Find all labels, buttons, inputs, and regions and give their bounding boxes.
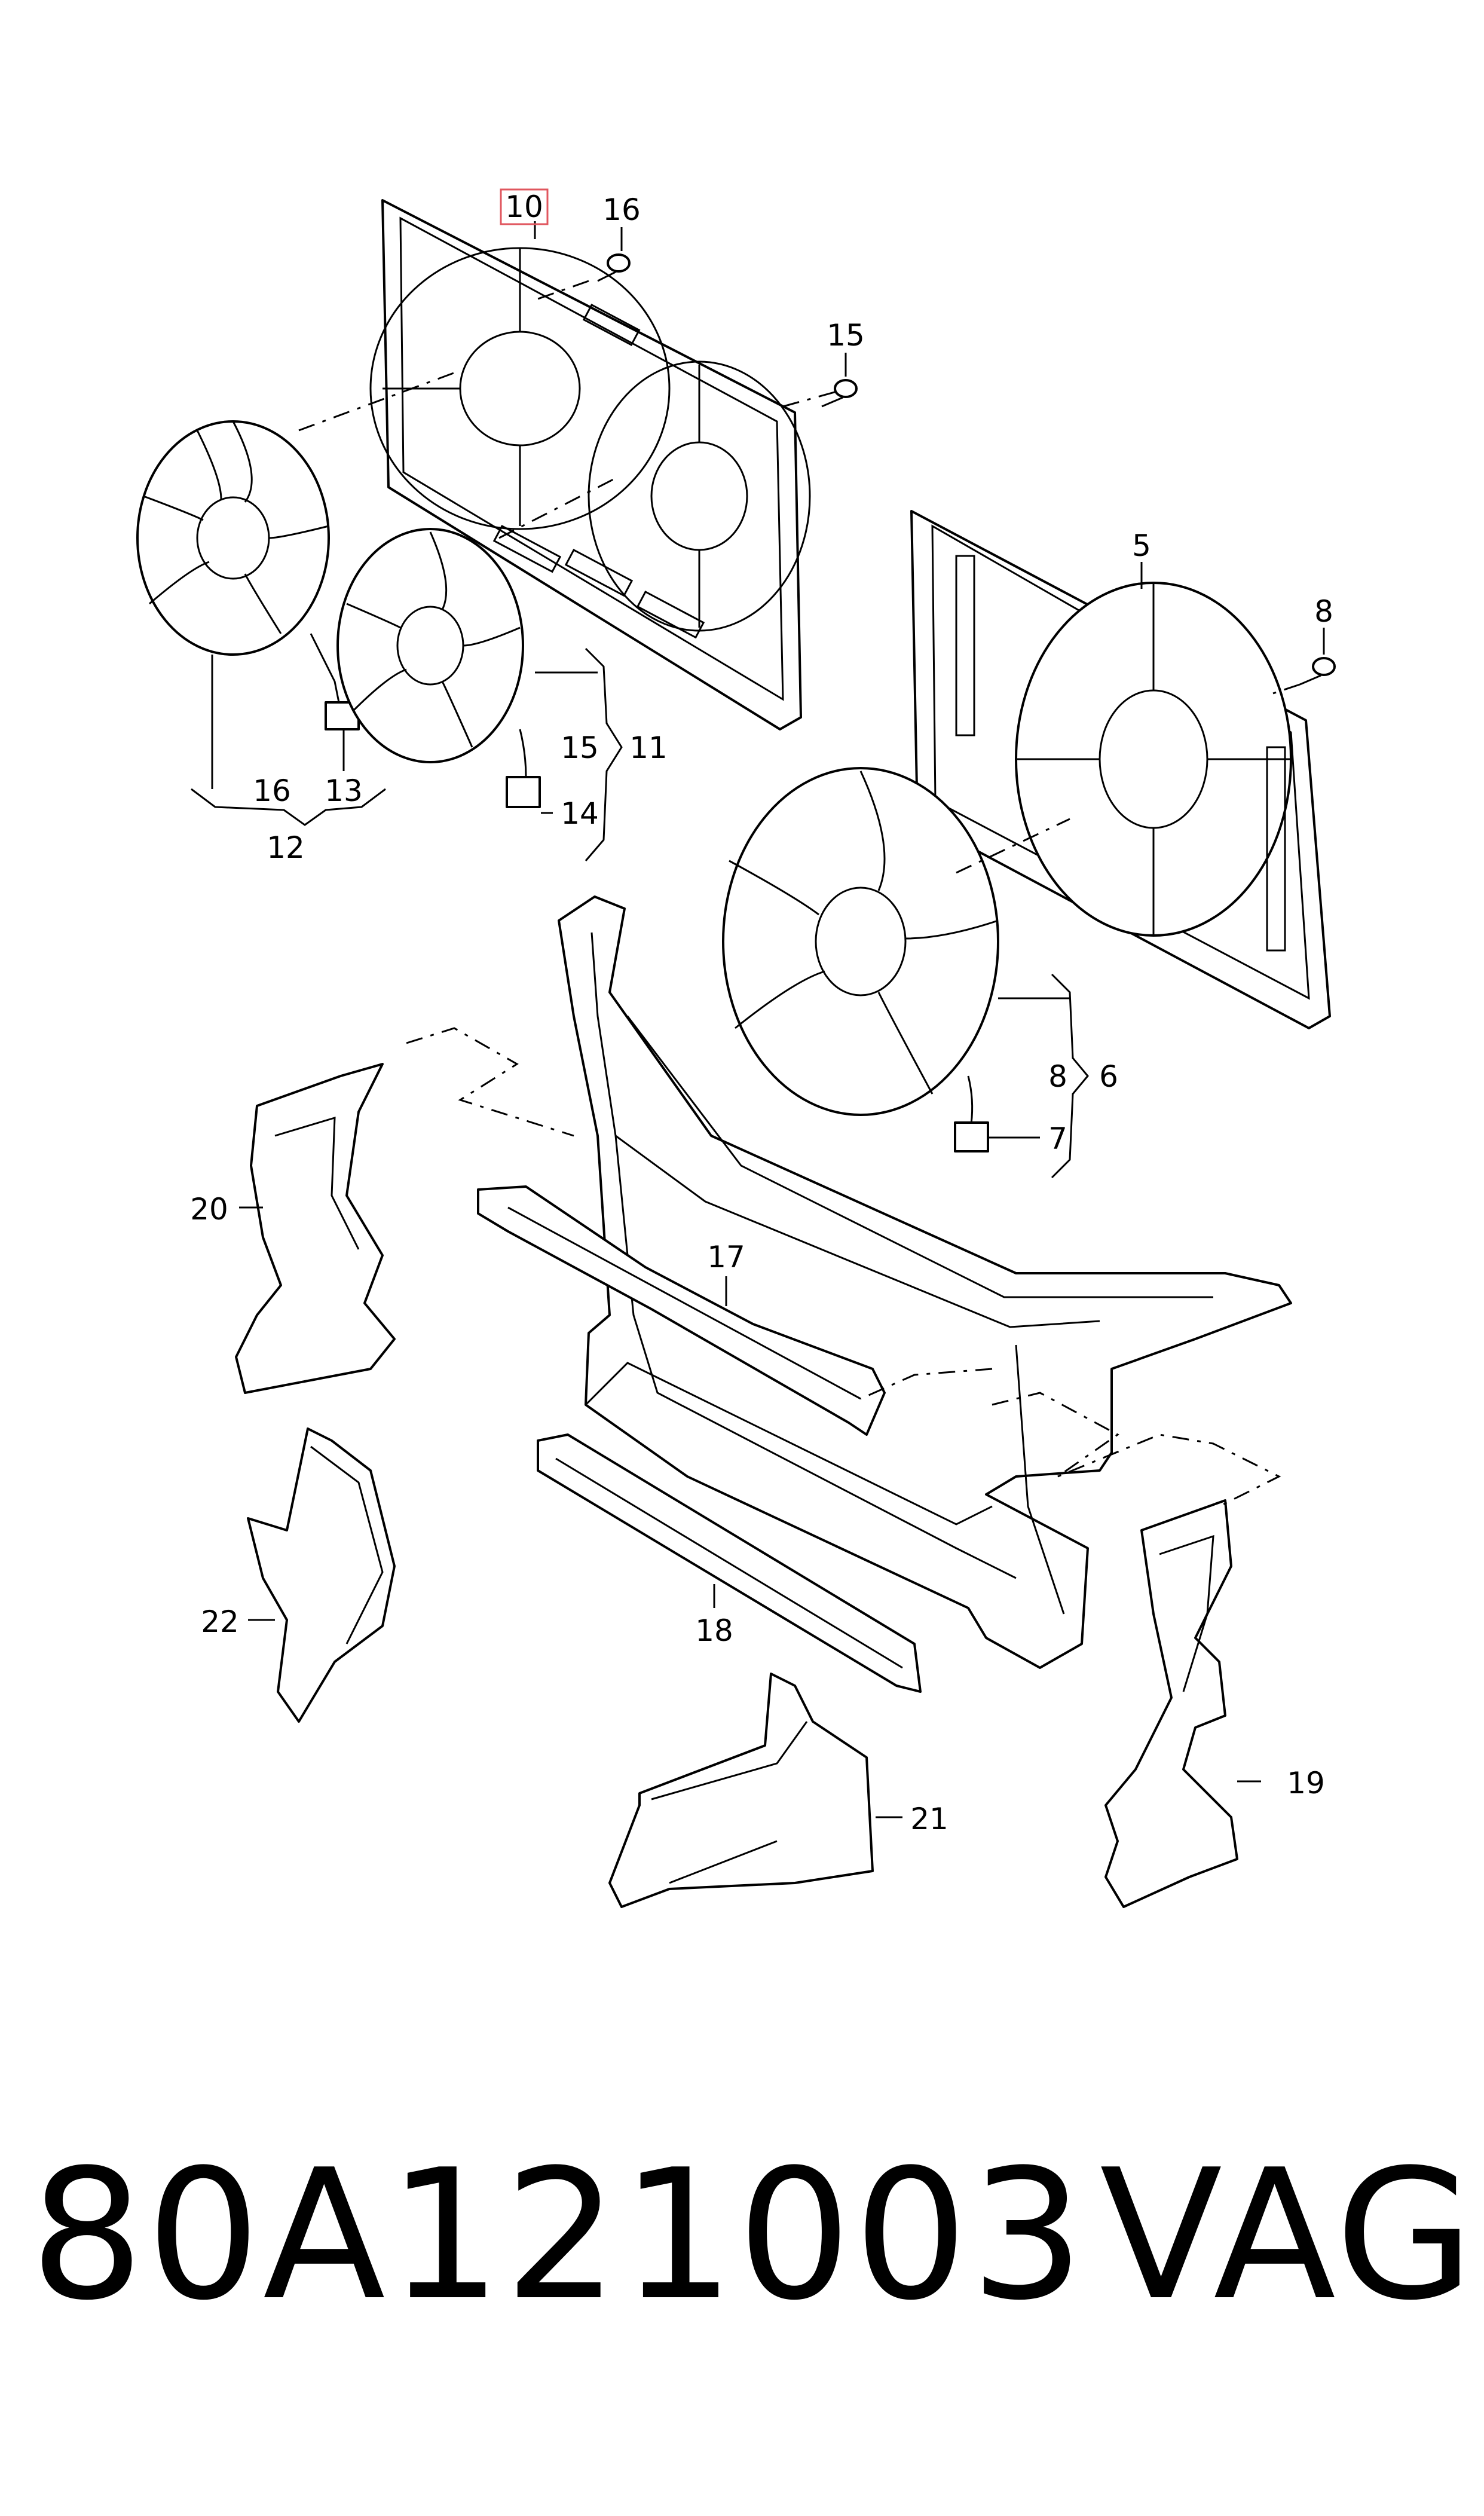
label-18: 18: [695, 1613, 733, 1648]
screw-8-icon: [1299, 657, 1336, 686]
label-17: 17: [707, 1240, 745, 1274]
middle-fan-assembly: [336, 528, 541, 808]
upper-air-guide: [477, 1185, 886, 1436]
exploded-view-drawing: 10 16 15 5 8 16 13 12 15 11 14 8 6 7 20 …: [136, 188, 1336, 1908]
assembly-lines: [298, 280, 1301, 1508]
left-upper-air-duct: [235, 1063, 396, 1394]
label-16-fan: 16: [253, 774, 291, 808]
label-5: 5: [1132, 528, 1151, 563]
left-lower-air-duct: [247, 1427, 396, 1723]
label-11: 11: [629, 730, 668, 765]
single-fan-shroud: [910, 510, 1331, 1029]
right-air-duct: [1104, 1499, 1238, 1908]
lower-center-air-duct: [608, 1673, 874, 1908]
label-8-fan: 8: [1048, 1059, 1067, 1094]
part-10-highlight-box: [500, 188, 549, 225]
screw-15-icon: [821, 379, 858, 408]
label-13: 13: [325, 774, 363, 808]
part-number-footer: 80A121003 VAG: [0, 2128, 1484, 2379]
part-number: 80A121003: [30, 2131, 1087, 2340]
label-14: 14: [561, 796, 599, 831]
label-10: 10: [505, 189, 543, 224]
label-22: 22: [201, 1604, 239, 1639]
screw-16-icon: [597, 253, 631, 282]
lower-air-guide: [537, 1433, 922, 1693]
label-19: 19: [1287, 1766, 1325, 1800]
label-16-screw: 16: [602, 192, 641, 227]
parts-diagram: 10 16 15 5 8 16 13 12 15 11 14 8 6 7 20 …: [136, 188, 1336, 1908]
leader-lines: [191, 221, 1325, 1818]
label-15-fan: 15: [561, 730, 599, 765]
callout-labels: 10 16 15 5 8 16 13 12 15 11 14 8 6 7 20 …: [190, 189, 1333, 1836]
brand-name: VAG: [1100, 2131, 1477, 2340]
large-fan-assembly: [722, 767, 999, 1152]
twin-fan-shroud: [369, 199, 811, 730]
label-21: 21: [910, 1802, 948, 1836]
label-7: 7: [1048, 1121, 1067, 1156]
left-fan-assembly: [136, 420, 360, 730]
label-12: 12: [267, 830, 305, 865]
label-8-screw: 8: [1314, 594, 1333, 629]
label-20: 20: [190, 1192, 228, 1227]
lock-carrier: [558, 895, 1292, 1669]
label-15-screw: 15: [827, 318, 865, 353]
label-6: 6: [1099, 1059, 1118, 1094]
